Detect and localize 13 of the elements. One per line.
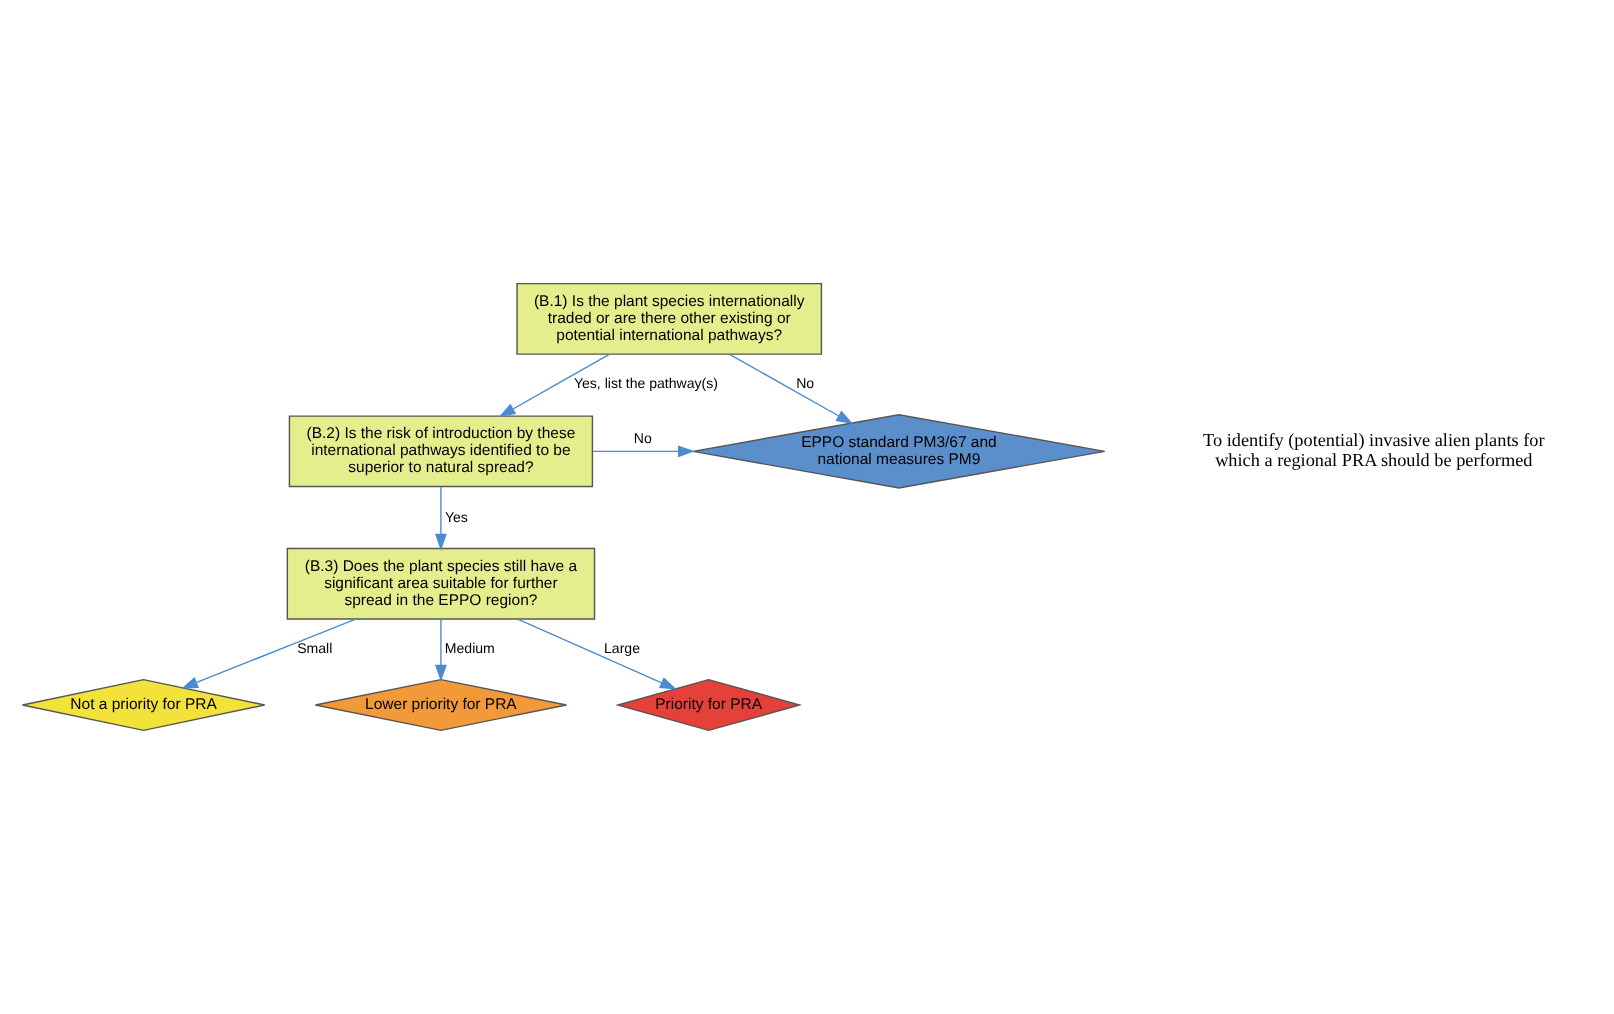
arrow <box>435 486 447 551</box>
label: To identify (potential) invasive alien plants for which a regional PRA should be performed <box>1203 430 1545 470</box>
node-diamond: Lower priority for PRA <box>314 678 568 732</box>
arrow <box>181 618 357 689</box>
arrow <box>435 618 447 682</box>
node-diamond: EPPO standard PM3/67 and national measures PM9 <box>692 414 1106 489</box>
node-box: (B.2) Is the risk of introduction by these international pathways identified to be superior to natural spread? <box>288 415 594 488</box>
arrow <box>728 353 854 425</box>
arrow <box>516 618 677 690</box>
arrow <box>498 353 610 418</box>
arrow <box>592 445 695 458</box>
node-box: (B.1) Is the plant species internationally traded or are there other existing or potential international pathways? <box>516 282 823 355</box>
node-box: (B.3) Does the plant species still have a significant area suitable for further spread in the EPPO region? <box>286 547 596 620</box>
